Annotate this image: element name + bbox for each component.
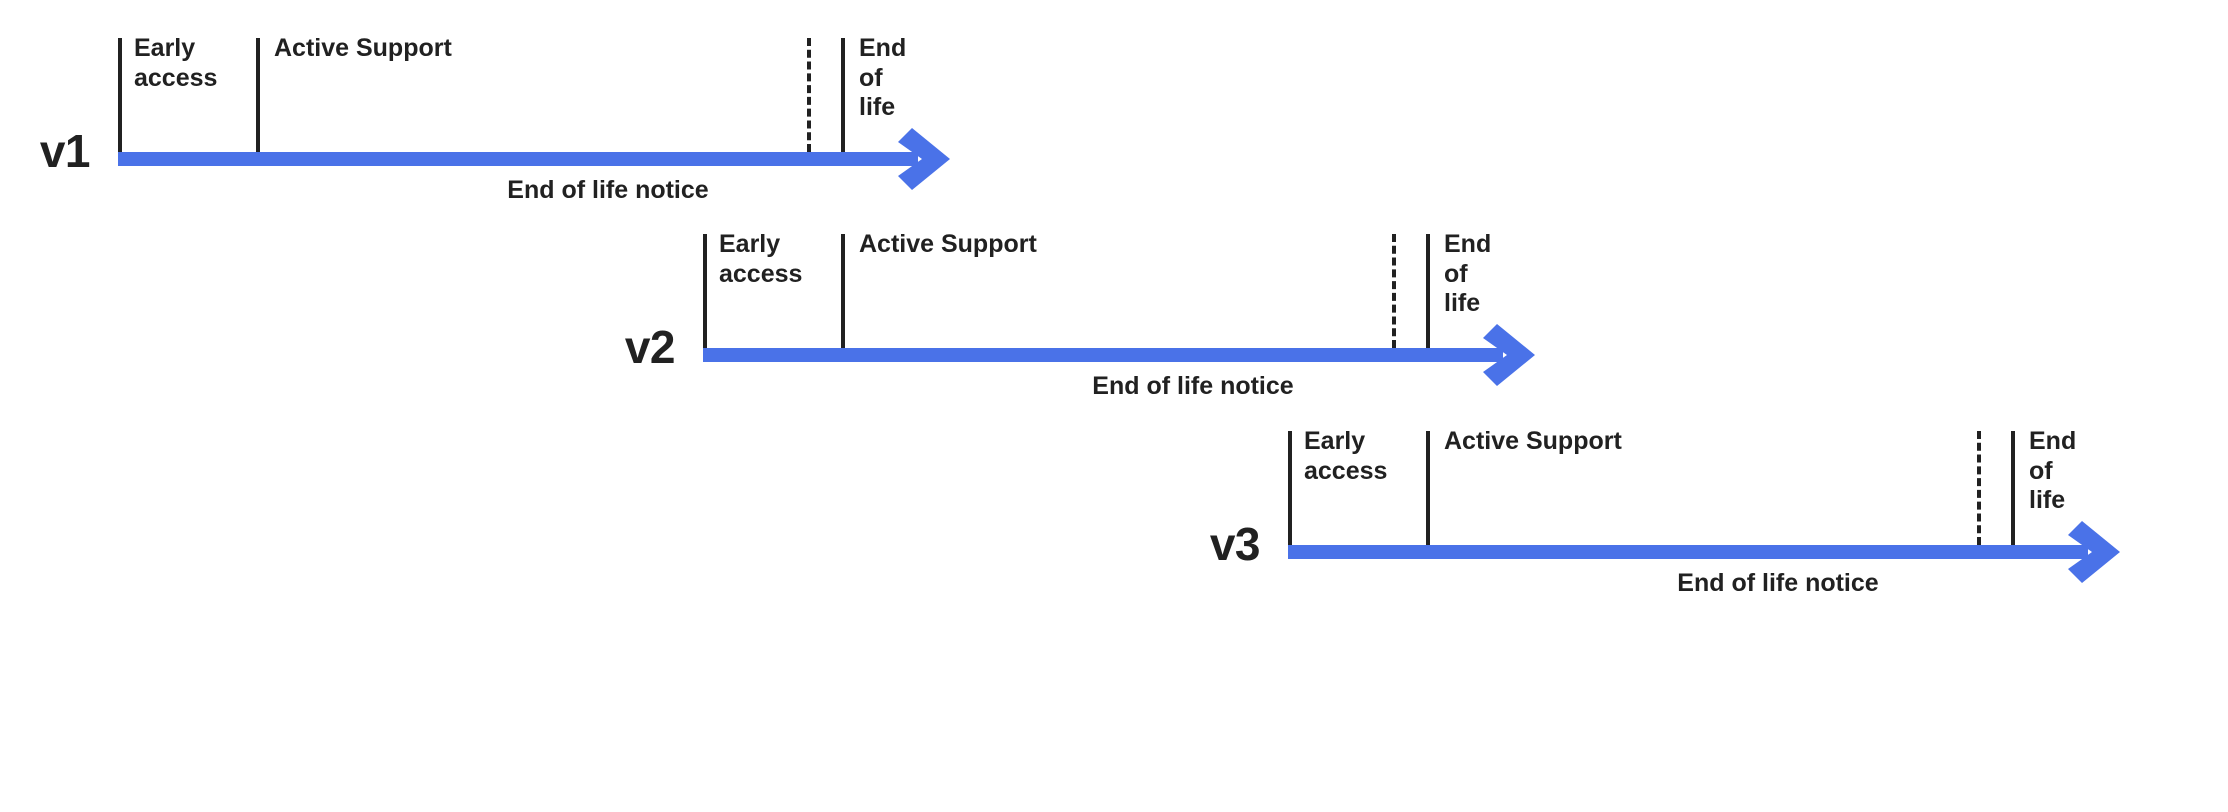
end-of-life-notice-label: End of life notice xyxy=(507,176,709,204)
end-of-life-label: End of life xyxy=(859,34,907,121)
early-access-end-tick xyxy=(1426,431,1430,545)
version-label: v2 xyxy=(624,321,676,373)
timeline-start-tick xyxy=(703,234,707,348)
lifecycle-track-bar xyxy=(703,348,1503,362)
lifecycle-track-bar xyxy=(1288,545,2088,559)
early-access-end-tick xyxy=(841,234,845,348)
end-of-life-tick xyxy=(841,38,845,152)
arrowhead-icon xyxy=(2068,521,2120,583)
active-support-label: Active Support xyxy=(1444,427,1622,455)
early-access-label: Early access xyxy=(719,230,803,288)
end-of-life-label: End of life xyxy=(1444,230,1492,317)
end-of-life-notice-tick xyxy=(1977,431,1981,545)
end-of-life-label: End of life xyxy=(2029,427,2077,514)
end-of-life-tick xyxy=(1426,234,1430,348)
active-support-label: Active Support xyxy=(859,230,1037,258)
arrowhead-icon xyxy=(898,128,950,190)
end-of-life-notice-tick xyxy=(1392,234,1396,348)
active-support-label: Active Support xyxy=(274,34,452,62)
end-of-life-notice-tick xyxy=(807,38,811,152)
lifecycle-track-bar xyxy=(118,152,918,166)
early-access-end-tick xyxy=(256,38,260,152)
timeline-start-tick xyxy=(1288,431,1292,545)
version-label: v3 xyxy=(1209,518,1261,570)
end-of-life-notice-label: End of life notice xyxy=(1092,372,1294,400)
version-label: v1 xyxy=(39,125,91,177)
early-access-label: Early access xyxy=(1304,427,1388,485)
end-of-life-tick xyxy=(2011,431,2015,545)
early-access-label: Early access xyxy=(134,34,218,92)
end-of-life-notice-label: End of life notice xyxy=(1677,569,1879,597)
timeline-start-tick xyxy=(118,38,122,152)
arrowhead-icon xyxy=(1483,324,1535,386)
